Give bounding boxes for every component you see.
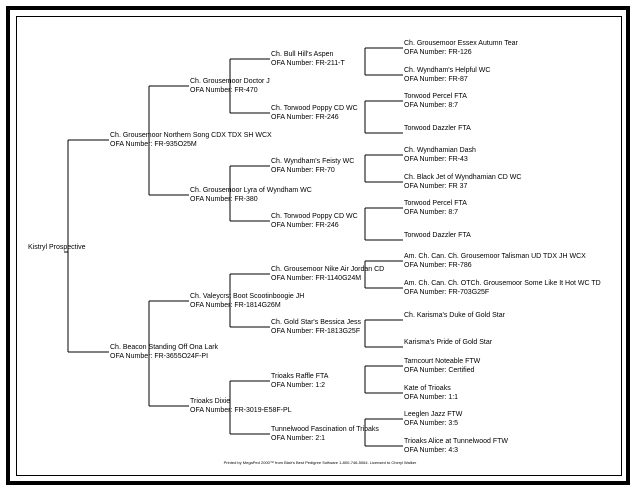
ancestor-gen3-7: Trioaks Raffle FTA OFA Number: 1:2 — [271, 372, 328, 390]
dog-name: Kate of Trioaks — [404, 385, 451, 392]
footer-credit: Printed by MegaPed 2000™ from Blair's Be… — [223, 460, 417, 465]
ofa-number: OFA Number: FR-126 — [404, 49, 472, 56]
ancestor-gen3-3: Ch. Wyndham's Feisty WC OFA Number: FR-70 — [271, 157, 354, 175]
dog-name: Ch. Wyndhamian Dash — [404, 147, 476, 154]
ofa-number: OFA Number: 4:3 — [404, 447, 459, 454]
ofa-number: OFA Number: 2:1 — [271, 435, 326, 442]
ofa-number: OFA Number: FR-380 — [190, 196, 258, 203]
ofa-number: OFA Number: FR-3655O24F-PI — [110, 353, 209, 360]
ancestor-gen4-8: Torwood Dazzler FTA — [404, 231, 471, 240]
dog-name: Ch. Grousemoor Doctor J — [190, 78, 270, 85]
ofa-number: OFA Number: FR-935O25M — [110, 141, 197, 148]
dog-name: Ch. Gold Star's Bessica Jess — [271, 319, 362, 326]
ancestor-gen4-3: Torwood Percel FTA OFA Number: 8:7 — [404, 92, 467, 110]
ofa-number: OFA Number: 3:5 — [404, 420, 459, 427]
dog-name: Kistryl Prospective — [28, 244, 86, 251]
ancestor-gen4-11: Ch. Karisma's Duke of Gold Star — [404, 311, 505, 320]
ancestor-gen4-12: Karisma's Pride of Gold Star — [404, 338, 492, 347]
ancestor-gen2-3: Ch. Valeycrst Boot Scootinboogie JH OFA N… — [190, 292, 304, 310]
ofa-number: OFA Number: FR-70 — [271, 167, 335, 174]
ofa-number: OFA Number: 1:2 — [271, 382, 326, 389]
ancestor-gen4-6: Ch. Black Jet of Wyndhamian CD WC OFA Num… — [404, 173, 521, 191]
ofa-number: OFA Number: FR-786 — [404, 262, 472, 269]
dog-name: Ch. Beacon Standing Off Ona Lark — [110, 344, 219, 351]
dog-name: Trioaks Raffle FTA — [271, 373, 329, 380]
dog-name: Karisma's Pride of Gold Star — [404, 339, 493, 346]
ofa-number: OFA Number: FR-1140G24M — [271, 275, 362, 282]
ancestor-gen3-5: Ch. Grousemoor Nike Air Jordan CD OFA Num… — [271, 265, 384, 283]
ancestor-gen1-1: Ch. Grousemoor Northern Song CDX TDX SH … — [110, 131, 272, 149]
dog-name: Ch. Bull Hill's Aspen — [271, 51, 334, 58]
dog-name: Am. Ch. Can. Ch. Grousemoor Talisman UD … — [404, 253, 586, 260]
ancestor-gen4-7: Torwood Percel FTA OFA Number: 8:7 — [404, 199, 467, 217]
dog-name: Tarncourt Noteable FTW — [404, 358, 481, 365]
dog-name: Ch. Grousemoor Essex Autumn Tear — [404, 40, 518, 47]
ofa-number: OFA Number: 8:7 — [404, 102, 459, 109]
ofa-number: OFA Number: FR-87 — [404, 76, 468, 83]
ancestor-gen3-2: Ch. Torwood Poppy CD WC OFA Number: FR-24… — [271, 104, 358, 122]
dog-name: Tunnelwood Fascination of Trioaks — [271, 426, 379, 433]
dog-name: Ch. Black Jet of Wyndhamian CD WC — [404, 174, 522, 181]
subject-dog: Kistryl Prospective — [28, 243, 86, 252]
dog-name: Trioaks Dixie — [190, 398, 231, 405]
dog-name: Ch. Grousemoor Northern Song CDX TDX SH … — [110, 132, 272, 139]
ancestor-gen4-2: Ch. Wyndham's Helpful WC OFA Number: FR-8… — [404, 66, 490, 84]
ofa-number: OFA Number: FR-246 — [271, 222, 339, 229]
ofa-number: OFA Number: 8:7 — [404, 209, 459, 216]
inner-border — [16, 16, 622, 476]
ofa-number: OFA Number: FR-246 — [271, 114, 339, 121]
dog-name: Torwood Percel FTA — [404, 200, 467, 207]
dog-name: Ch. Karisma's Duke of Gold Star — [404, 312, 505, 319]
dog-name: Ch. Valeycrst Boot Scootinboogie JH — [190, 293, 305, 300]
ofa-number: OFA Number: Certified — [404, 367, 475, 374]
ofa-number: OFA Number: FR-703G25F — [404, 289, 490, 296]
dog-name: Ch. Grousemoor Lyra of Wyndham WC — [190, 187, 312, 194]
ofa-number: OFA Number: FR 37 — [404, 183, 468, 190]
dog-name: Trioaks Alice at Tunnelwood FTW — [404, 438, 509, 445]
dog-name: Ch. Grousemoor Nike Air Jordan CD — [271, 266, 385, 273]
ofa-number: OFA Number: FR-211-T — [271, 60, 345, 67]
dog-name: Ch. Torwood Poppy CD WC — [271, 213, 358, 220]
ofa-number: OFA Number: FR-1814G26M — [190, 302, 281, 309]
dog-name: Ch. Wyndham's Helpful WC — [404, 67, 491, 74]
ancestor-gen2-2: Ch. Grousemoor Lyra of Wyndham WC OFA Num… — [190, 186, 312, 204]
ancestor-gen4-15: Leeglen Jazz FTW OFA Number: 3:5 — [404, 410, 462, 428]
dog-name: Ch. Torwood Poppy CD WC — [271, 105, 358, 112]
ancestor-gen2-1: Ch. Grousemoor Doctor J OFA Number: FR-47… — [190, 77, 270, 95]
dog-name: Torwood Dazzler FTA — [404, 232, 471, 239]
dog-name: Ch. Wyndham's Feisty WC — [271, 158, 355, 165]
ofa-number: OFA Number: FR-1813G25F — [271, 328, 361, 335]
dog-name: Torwood Percel FTA — [404, 93, 467, 100]
outer-border — [6, 6, 630, 485]
ancestor-gen4-9: Am. Ch. Can. Ch. Grousemoor Talisman UD … — [404, 252, 586, 270]
ancestor-gen4-13: Tarncourt Noteable FTW OFA Number: Certif… — [404, 357, 480, 375]
dog-name: Am. Ch. Can. Ch. OTCh. Grousemoor Some L… — [404, 280, 601, 287]
ancestor-gen3-4: Ch. Torwood Poppy CD WC OFA Number: FR-24… — [271, 212, 358, 230]
dog-name: Leeglen Jazz FTW — [404, 411, 463, 418]
ancestor-gen4-10: Am. Ch. Can. Ch. OTCh. Grousemoor Some L… — [404, 279, 601, 297]
ofa-number: OFA Number: FR-3019-E58F-PL — [190, 407, 292, 414]
dog-name: Torwood Dazzler FTA — [404, 125, 471, 132]
ancestor-gen4-16: Trioaks Alice at Tunnelwood FTW OFA Numbe… — [404, 437, 508, 455]
ancestor-gen4-4: Torwood Dazzler FTA — [404, 124, 471, 133]
ofa-number: OFA Number: FR-43 — [404, 156, 468, 163]
ofa-number: OFA Number: FR-470 — [190, 87, 258, 94]
ofa-number: OFA Number: 1:1 — [404, 394, 459, 401]
